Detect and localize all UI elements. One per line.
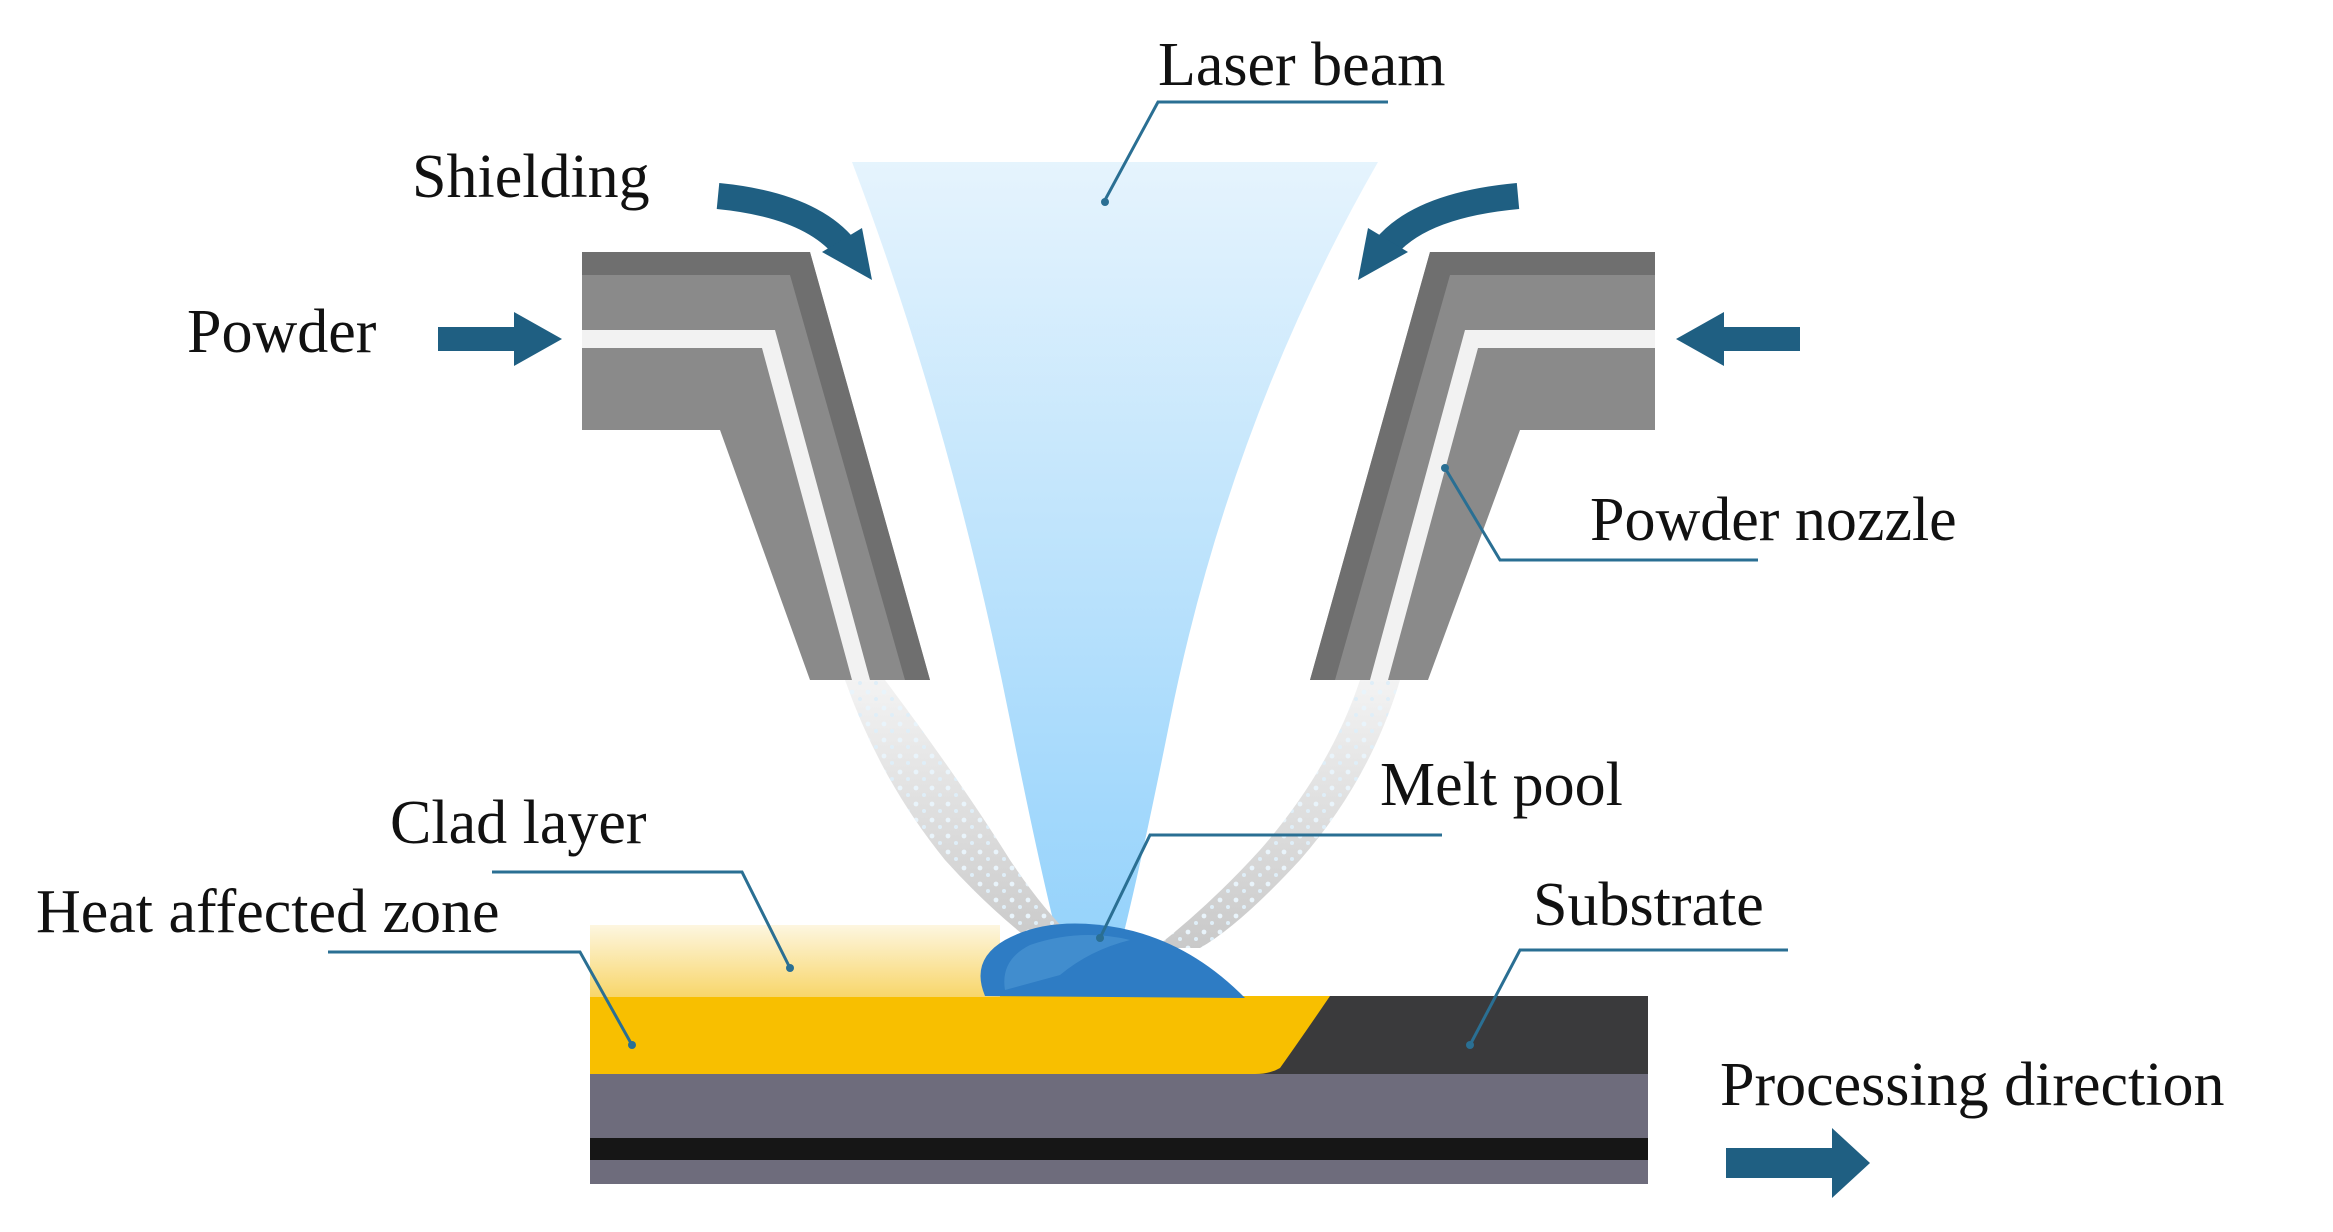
label-powder-nozzle: Powder nozzle	[1590, 486, 1957, 554]
powder-stream-right-particles	[1155, 680, 1400, 948]
label-substrate: Substrate	[1533, 871, 1764, 939]
label-shielding: Shielding	[412, 143, 650, 211]
label-heat-affected-zone: Heat affected zone	[36, 878, 500, 946]
leader-heat-affected	[328, 950, 634, 1046]
substrate-base-stripe	[590, 1158, 1648, 1184]
substrate-mid-layer	[590, 1072, 1648, 1138]
leader-laser-beam	[1103, 100, 1388, 201]
label-laser-beam: Laser beam	[1158, 31, 1445, 99]
label-processing-direction: Processing direction	[1720, 1051, 2225, 1119]
shielding-arrow-right	[1358, 183, 1520, 280]
powder-nozzle-left	[582, 252, 930, 680]
shielding-arrow-left	[716, 183, 872, 280]
powder-arrow-left	[438, 312, 562, 366]
heat-affected-zone	[590, 996, 1330, 1074]
melt-pool-highlight	[1004, 935, 1130, 990]
substrate-black-stripe	[590, 1136, 1648, 1160]
leader-clad-layer	[492, 870, 792, 969]
leader-melt-pool	[1098, 833, 1442, 939]
leader-powder-nozzle	[1443, 467, 1758, 562]
powder-arrow-right	[1676, 312, 1800, 366]
label-clad-layer: Clad layer	[390, 789, 647, 857]
processing-direction-arrow	[1726, 1128, 1870, 1198]
powder-stream-left-particles	[845, 680, 1085, 948]
powder-nozzle-right	[1310, 252, 1655, 680]
leader-dots	[628, 198, 1474, 1049]
leader-lines	[328, 100, 1788, 1046]
label-powder: Powder	[187, 298, 377, 366]
laser-beam	[852, 162, 1378, 948]
leader-substrate	[1468, 948, 1788, 1046]
label-melt-pool: Melt pool	[1380, 751, 1623, 819]
clad-layer	[590, 925, 1000, 997]
